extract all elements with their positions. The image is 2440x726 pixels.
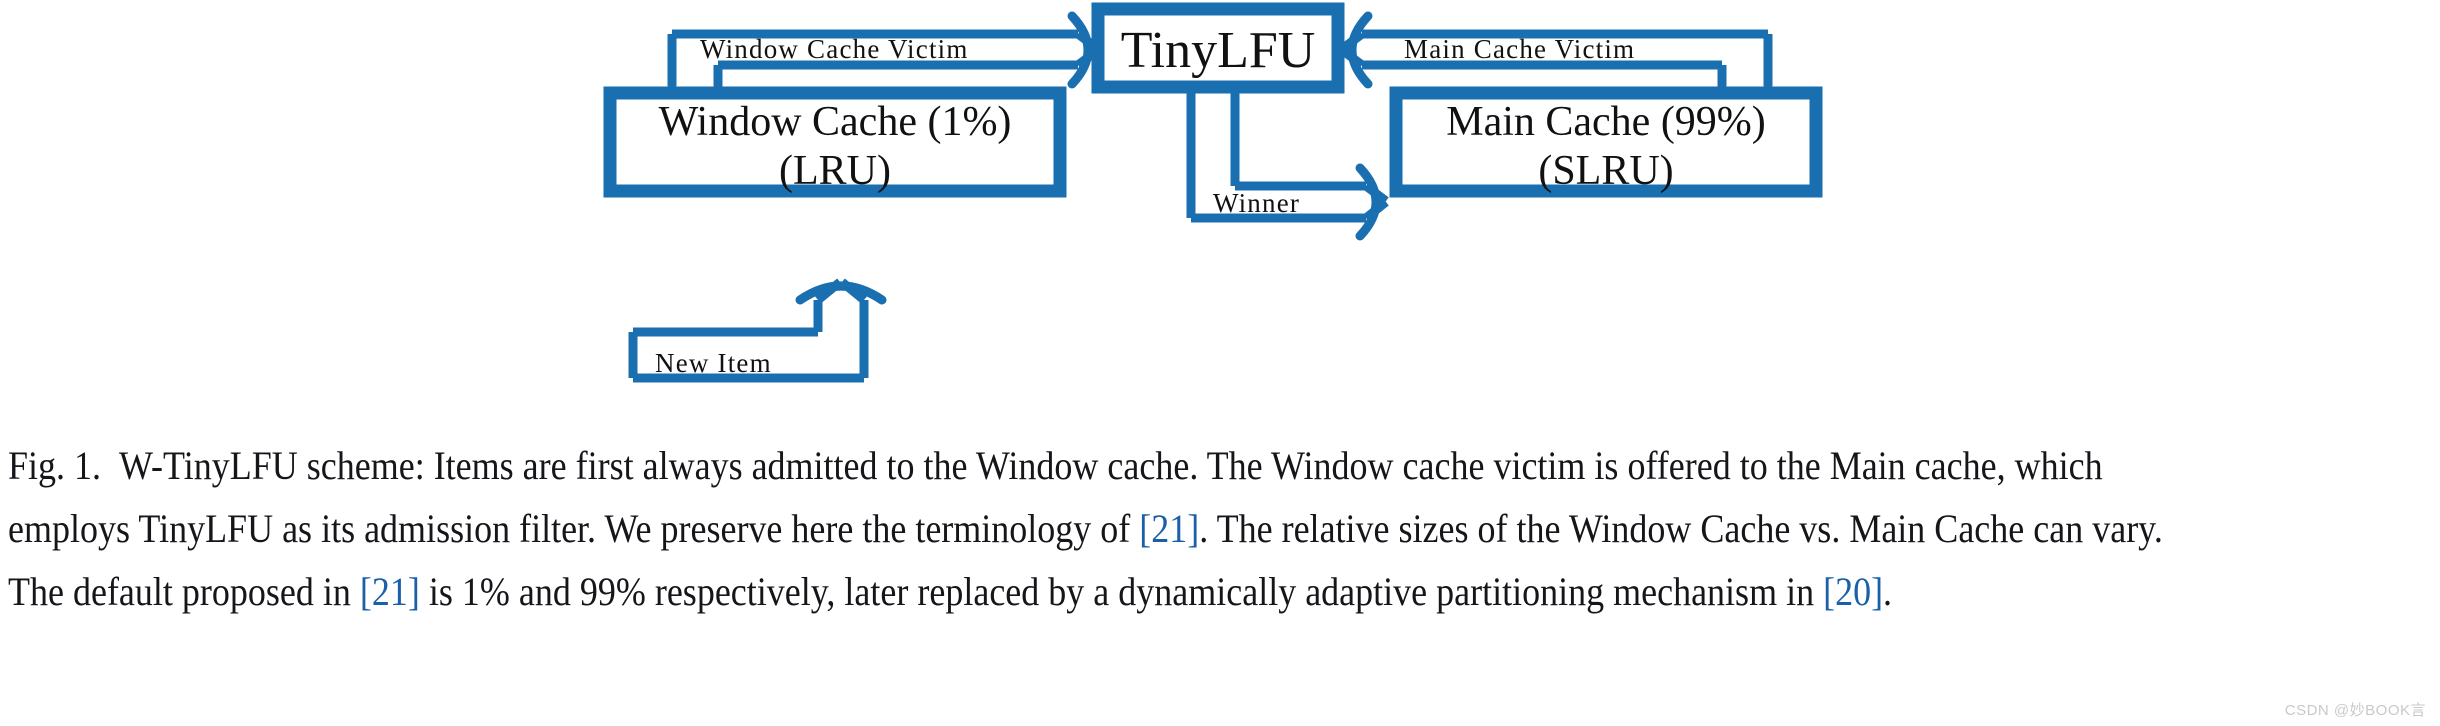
arrow-label-main-cache-victim: Main Cache Victim	[1404, 34, 1635, 64]
citation-20[interactable]: [20]	[1823, 569, 1884, 614]
box-tinylfu: TinyLFU	[1091, 2, 1345, 94]
citation-21-b[interactable]: [21]	[359, 569, 420, 614]
arrow-label-window-cache-victim: Window Cache Victim	[700, 34, 969, 64]
box-label-main-cache-line2: (SLRU)	[1538, 148, 1673, 194]
box-main-cache: Main Cache (99%) (SLRU)	[1389, 86, 1823, 198]
citation-21-a[interactable]: [21]	[1139, 506, 1200, 551]
caption-prefix: Fig. 1.	[8, 443, 102, 488]
box-label-window-cache-line1: Window Cache (1%)	[659, 99, 1012, 145]
figure-caption: Fig. 1. W-TinyLFU scheme: Items are firs…	[8, 434, 2190, 623]
arrow-main-cache-victim: Main Cache Victim	[1339, 11, 1773, 94]
arrow-label-new-item: New Item	[655, 348, 772, 378]
arrow-label-winner: Winner	[1213, 188, 1300, 218]
arrow-new-item: New Item	[628, 278, 887, 383]
arrow-winner: Winner	[1186, 78, 1389, 241]
box-label-main-cache-line1: Main Cache (99%)	[1446, 99, 1766, 145]
caption-part-4: .	[1883, 569, 1893, 614]
box-window-cache: Window Cache (1%) (LRU)	[603, 86, 1067, 198]
caption-part-3: is 1% and 99% respectively, later replac…	[419, 569, 1824, 614]
caption-part-1: W-TinyLFU scheme: Items are first always…	[8, 443, 2103, 551]
box-label-tinylfu: TinyLFU	[1121, 22, 1316, 79]
diagram-canvas: Window Cache Victim Main Cache Victim	[603, 2, 1823, 383]
arrow-window-cache-victim: Window Cache Victim	[667, 11, 1101, 94]
box-label-window-cache-line2: (LRU)	[779, 148, 891, 194]
csdn-watermark: CSDN @妙BOOK言	[2284, 702, 2426, 719]
caption-part-2: . The relative sizes of the Window Cache…	[8, 506, 2163, 614]
w-tinylfu-diagram: Window Cache Victim Main Cache Victim	[603, 2, 1823, 383]
